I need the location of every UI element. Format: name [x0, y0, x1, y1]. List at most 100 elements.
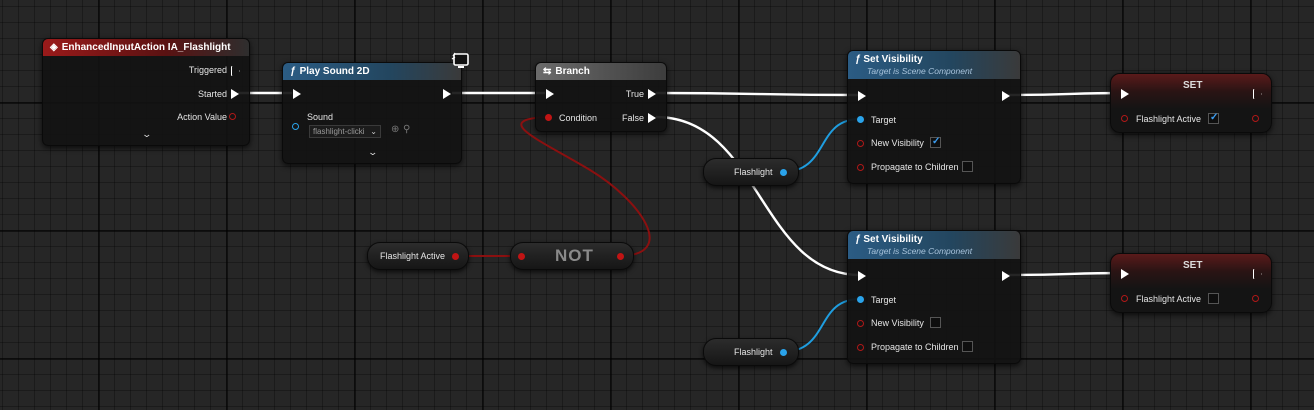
- exec-pin-out[interactable]: [1253, 269, 1261, 279]
- get-flashlight-active-node[interactable]: Flashlight Active: [367, 242, 469, 270]
- pin-label-condition: Condition: [559, 113, 598, 123]
- pin-label-started: Started: [197, 89, 227, 99]
- exec-pin-in[interactable]: [546, 89, 554, 99]
- set-visibility-node-1[interactable]: ƒ Set Visibility Target is Scene Compone…: [847, 50, 1021, 184]
- node-title: Play Sound 2D: [299, 66, 370, 77]
- sound-asset-dropdown[interactable]: flashlight-clicki ⌄: [309, 125, 381, 138]
- exec-pin-in[interactable]: [858, 91, 866, 101]
- pin-label-propagate: Propagate to Children: [871, 162, 959, 172]
- input-event-icon: ◈: [50, 42, 58, 53]
- node-title: SET: [1183, 260, 1203, 271]
- function-icon: ƒ: [855, 54, 864, 65]
- exec-pin-out[interactable]: [1002, 91, 1010, 101]
- pin-label-true: True: [625, 89, 644, 99]
- pin-label-new-visibility: New Visibility: [871, 318, 924, 328]
- chevron-down-icon[interactable]: ⌄: [141, 129, 153, 139]
- pin-condition[interactable]: [545, 114, 552, 121]
- pin-label-triggered: Triggered: [188, 65, 227, 75]
- pin-propagate[interactable]: [857, 164, 864, 171]
- get-flashlight-node-2[interactable]: Flashlight: [703, 338, 799, 366]
- pin-not-in[interactable]: [518, 253, 525, 260]
- node-title: Set Visibility: [863, 234, 923, 245]
- pin-label-false: False: [621, 113, 644, 123]
- branch-icon: ⇆: [543, 66, 552, 77]
- monitor-icon: [450, 52, 470, 70]
- pin-flashlight-active-in[interactable]: [1121, 295, 1128, 302]
- pin-propagate[interactable]: [857, 344, 864, 351]
- node-header: ◈ EnhancedInputAction IA_Flashlight: [43, 39, 249, 56]
- pin-label-new-visibility: New Visibility: [871, 138, 924, 148]
- node-title: NOT: [555, 246, 594, 265]
- exec-pin-false[interactable]: [648, 113, 656, 123]
- node-header: ƒ Play Sound 2D: [283, 63, 461, 80]
- pin-out[interactable]: [780, 349, 787, 356]
- var-label: Flashlight: [734, 347, 773, 357]
- exec-pin-in[interactable]: [293, 89, 301, 99]
- exec-pin-in[interactable]: [1121, 89, 1129, 99]
- exec-pin-out[interactable]: [1002, 271, 1010, 281]
- pin-target[interactable]: [857, 116, 864, 123]
- exec-pin-out[interactable]: [1253, 89, 1261, 99]
- node-header: ⇆ Branch: [536, 63, 666, 80]
- branch-node[interactable]: ⇆ Branch True Condition False: [535, 62, 667, 132]
- pin-label-target: Target: [871, 295, 897, 305]
- checkmark-icon: ✓: [932, 136, 941, 147]
- node-title: EnhancedInputAction IA_Flashlight: [61, 42, 231, 53]
- exec-pin-in[interactable]: [858, 271, 866, 281]
- propagate-checkbox[interactable]: [962, 341, 973, 352]
- new-visibility-checkbox[interactable]: ✓: [930, 136, 941, 148]
- pin-label-sound: Sound: [307, 112, 334, 122]
- node-header: ƒ Set Visibility Target is Scene Compone…: [848, 231, 1020, 259]
- pin-action-value[interactable]: [229, 113, 236, 120]
- enhanced-input-action-node[interactable]: ◈ EnhancedInputAction IA_Flashlight Trig…: [42, 38, 250, 146]
- exec-wire-setvis1-set1: [1005, 91, 1125, 97]
- propagate-checkbox[interactable]: [962, 161, 973, 172]
- browse-asset-icon[interactable]: ⚲: [403, 124, 411, 135]
- exec-pin-out[interactable]: [443, 89, 451, 99]
- checkmark-icon: ✓: [1210, 112, 1219, 123]
- pin-label-target: Target: [871, 115, 897, 125]
- pin-new-visibility[interactable]: [857, 320, 864, 327]
- exec-wire-setvis2-set2: [1005, 271, 1125, 277]
- exec-pin-started[interactable]: [231, 89, 239, 99]
- play-sound-2d-node[interactable]: ƒ Play Sound 2D Sound flashlight-clicki …: [282, 62, 462, 164]
- pin-out[interactable]: [780, 169, 787, 176]
- bool-wire-not-condition: [520, 116, 651, 257]
- node-subtitle: Target is Scene Component: [867, 246, 973, 256]
- node-title: Branch: [555, 66, 590, 77]
- exec-pin-triggered[interactable]: [231, 66, 239, 76]
- sound-asset-value: flashlight-clicki: [313, 127, 365, 136]
- get-flashlight-node-1[interactable]: Flashlight: [703, 158, 799, 186]
- exec-pin-in[interactable]: [1121, 269, 1129, 279]
- pin-new-visibility[interactable]: [857, 140, 864, 147]
- node-title: Set Visibility: [863, 54, 923, 65]
- pin-out[interactable]: [452, 253, 459, 260]
- node-title: SET: [1183, 80, 1203, 91]
- not-node[interactable]: NOT: [510, 242, 634, 270]
- pin-not-out[interactable]: [617, 253, 624, 260]
- set-variable-node-1[interactable]: SET Flashlight Active ✓: [1110, 73, 1272, 133]
- chevron-down-icon[interactable]: ⌄: [367, 147, 379, 157]
- exec-pin-true[interactable]: [648, 89, 656, 99]
- exec-wire-true-setvis1: [655, 91, 861, 97]
- var-label: Flashlight Active: [1136, 294, 1202, 304]
- new-visibility-checkbox[interactable]: [930, 317, 941, 328]
- var-label: Flashlight Active: [380, 251, 446, 261]
- var-label: Flashlight: [734, 167, 773, 177]
- pin-flashlight-active-in[interactable]: [1121, 115, 1128, 122]
- pin-flashlight-active-out[interactable]: [1252, 295, 1259, 302]
- set-variable-node-2[interactable]: SET Flashlight Active: [1110, 253, 1272, 313]
- pin-flashlight-active-out[interactable]: [1252, 115, 1259, 122]
- use-selected-asset-icon[interactable]: ⊕: [391, 124, 400, 135]
- pin-label-propagate: Propagate to Children: [871, 342, 959, 352]
- chevron-down-icon: ⌄: [370, 127, 377, 136]
- node-subtitle: Target is Scene Component: [867, 66, 973, 76]
- set-visibility-node-2[interactable]: ƒ Set Visibility Target is Scene Compone…: [847, 230, 1021, 364]
- flashlight-active-checkbox[interactable]: [1208, 293, 1219, 304]
- pin-target[interactable]: [857, 296, 864, 303]
- node-header: ƒ Set Visibility Target is Scene Compone…: [848, 51, 1020, 79]
- pin-sound[interactable]: [292, 123, 299, 130]
- flashlight-active-checkbox[interactable]: ✓: [1208, 112, 1219, 124]
- pin-label-action-value: Action Value: [177, 112, 227, 122]
- var-label: Flashlight Active: [1136, 114, 1202, 124]
